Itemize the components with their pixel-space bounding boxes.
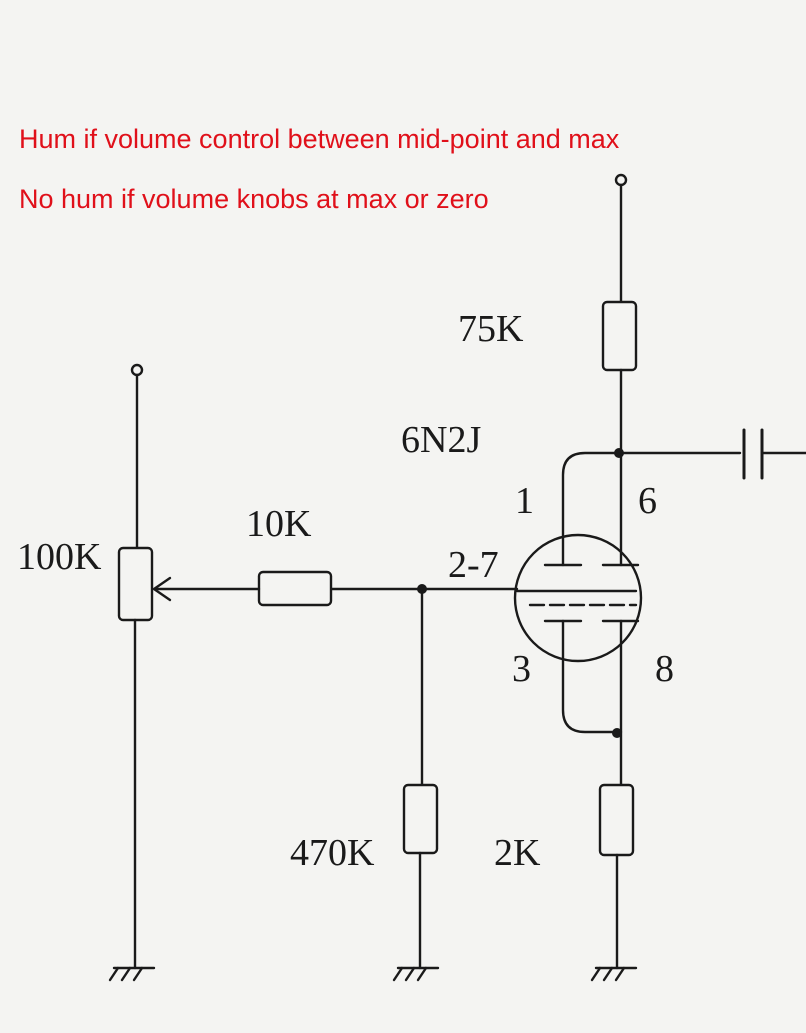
cathode-junction bbox=[612, 728, 622, 738]
ground-symbol-pot bbox=[108, 966, 156, 982]
plate-strap-wire bbox=[561, 451, 623, 567]
grid-leak-resistor-470k bbox=[402, 783, 439, 855]
label-pot: 100K bbox=[17, 536, 102, 578]
label-tube: 6N2J bbox=[401, 419, 482, 461]
b-plus-terminal bbox=[614, 173, 628, 187]
coupling-capacitor bbox=[742, 428, 806, 480]
wiper-arrow bbox=[152, 576, 172, 602]
annotation-no-hum: No hum if volume knobs at max or zero bbox=[19, 184, 489, 214]
ground-symbol-cathode bbox=[590, 966, 638, 982]
ground-symbol-grid bbox=[392, 966, 440, 982]
label-r-grid: 10K bbox=[246, 503, 312, 545]
plate-junction bbox=[614, 448, 624, 458]
anode-resistor-75k bbox=[601, 300, 638, 372]
label-r-cathode: 2K bbox=[494, 832, 541, 874]
label-r-grid-leak: 470K bbox=[290, 832, 375, 874]
pin-label-6: 6 bbox=[638, 480, 657, 522]
pin-label-2-7: 2-7 bbox=[448, 544, 499, 586]
grid-resistor-10k bbox=[257, 570, 333, 607]
input-terminal bbox=[130, 363, 144, 377]
pin-label-3: 3 bbox=[512, 648, 531, 690]
label-r-anode: 75K bbox=[458, 308, 524, 350]
cathode-strap-wire bbox=[561, 619, 623, 734]
pin-label-1: 1 bbox=[515, 480, 534, 522]
tube-6n2j bbox=[513, 533, 643, 663]
cathode-resistor-2k bbox=[598, 783, 635, 857]
annotation-hum-midpoint: Hum if volume control between mid-point … bbox=[19, 124, 620, 154]
volume-potentiometer-100k bbox=[117, 546, 154, 622]
pin-label-8: 8 bbox=[655, 648, 674, 690]
